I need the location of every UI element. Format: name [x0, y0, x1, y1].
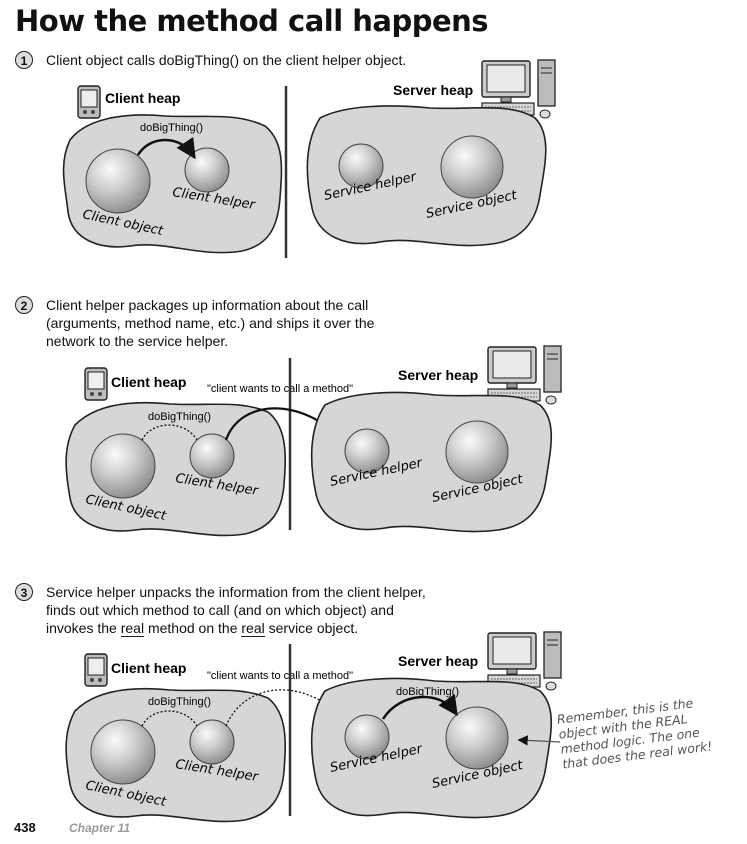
service-helper-ball — [338, 143, 384, 189]
step-number: 1 — [15, 51, 33, 69]
panel-1: Client heap doBigThing() Client object C… — [62, 59, 556, 258]
chapter-label: Chapter 11 — [69, 821, 131, 835]
message-label: "client wants to call a method" — [207, 670, 353, 682]
client-object-ball — [90, 433, 156, 499]
server-heap-label: Server heap — [393, 82, 473, 98]
step-text: Client object calls doBigThing() on the … — [46, 52, 407, 68]
client-helper-ball — [184, 147, 230, 193]
step-text-fragment: method on the — [144, 620, 242, 636]
client-object-ball — [85, 148, 151, 214]
panel-3: Client heap doBigThing() Client object C… — [65, 631, 562, 823]
client-helper-ball — [189, 719, 235, 765]
step-text-fragment: service object. — [264, 620, 359, 636]
page-title: How the method call happens — [15, 4, 489, 38]
server-heap-label: Server heap — [398, 653, 478, 669]
invoke-arrow — [381, 693, 458, 720]
pda-icon — [84, 367, 108, 401]
service-helper-ball — [344, 714, 390, 760]
client-heap-label: Client heap — [111, 660, 186, 676]
method-call-label: doBigThing() — [148, 411, 211, 423]
method-call-label: doBigThing() — [396, 686, 459, 698]
message-label: "client wants to call a method" — [207, 383, 353, 395]
step-number: 3 — [15, 583, 33, 601]
pda-icon — [77, 85, 101, 119]
step-text-line: finds out which method to call (and on w… — [46, 602, 394, 618]
step-2: 2 Client helper packages up information … — [15, 296, 374, 350]
step-text-fragment: invokes the — [46, 620, 121, 636]
step-1: 1 Client object calls doBigThing() on th… — [15, 51, 406, 69]
client-helper-ball — [189, 433, 235, 479]
service-object-ball — [445, 420, 509, 484]
service-helper-ball — [344, 428, 390, 474]
call-arrow — [136, 136, 196, 160]
emphasis-real: real — [241, 620, 265, 637]
method-call-label: doBigThing() — [148, 696, 211, 708]
panel-2: Client heap doBigThing() Client object C… — [65, 345, 562, 537]
service-object-ball — [440, 135, 504, 199]
pda-icon — [84, 653, 108, 687]
step-text: Client helper packages up information ab… — [46, 297, 375, 349]
step-number: 2 — [15, 296, 33, 314]
dotted-call-line — [141, 710, 198, 727]
step-text-line: Service helper unpacks the information f… — [46, 584, 426, 600]
step-text: Service helper unpacks the information f… — [46, 583, 426, 637]
note-arrow — [517, 735, 561, 746]
method-call-label: doBigThing() — [140, 122, 203, 134]
client-heap-label: Client heap — [105, 90, 180, 106]
dotted-network-line — [225, 689, 353, 729]
client-object-ball — [90, 719, 156, 785]
server-heap-label: Server heap — [398, 367, 478, 383]
step-3: 3 Service helper unpacks the information… — [15, 583, 426, 637]
page-number: 438 — [14, 820, 36, 835]
emphasis-real: real — [120, 620, 145, 637]
client-heap-label: Client heap — [111, 374, 186, 390]
dotted-call-line — [141, 424, 198, 441]
service-object-ball — [445, 706, 509, 770]
